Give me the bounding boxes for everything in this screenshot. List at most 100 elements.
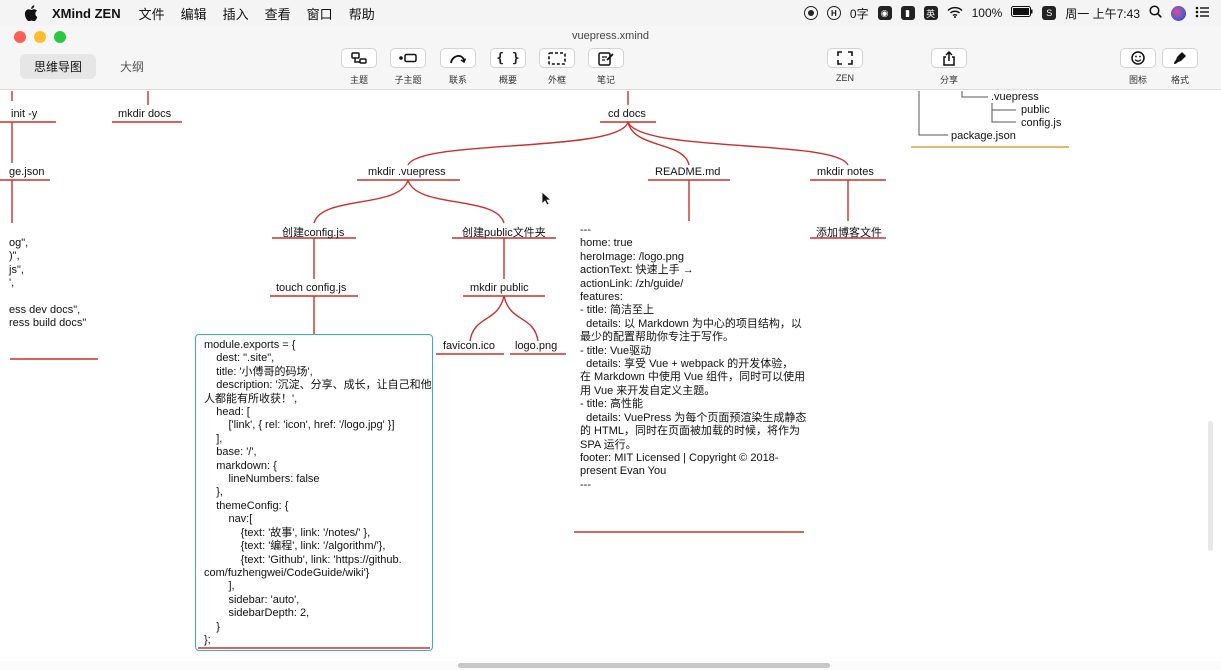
zen-label: ZEN [836,73,854,83]
node-favicon[interactable]: favicon.ico [443,340,495,352]
window-title: vuepress.xmind [571,30,650,42]
scripts-line: og", [9,237,29,249]
node-readme-content[interactable]: --- home: true heroImage: /logo.png acti… [580,224,806,492]
readme-line: actionLink: /zh/guide/ [580,277,684,290]
battery-percent[interactable]: 100% [971,6,1003,20]
window-controls [14,31,66,43]
relationship-button[interactable]: 联系 [433,48,483,86]
menu-help[interactable]: 帮助 [348,6,375,22]
scripts-line: ess dev docs", [9,304,81,317]
mic-icon[interactable]: ▮ [900,6,915,20]
horizontal-scrollbar[interactable] [0,661,1221,670]
zen-button[interactable]: ZEN [820,48,870,83]
readme-line: --- [580,478,591,491]
record-icon[interactable] [803,6,818,20]
code-line: nav:[ [204,513,253,526]
summary-button[interactable]: { } 概要 [483,48,533,86]
node-add-blog[interactable]: 添加博客文件 [816,227,882,239]
close-window-button[interactable] [14,31,26,43]
format-panel-label: 格式 [1170,75,1189,85]
code-line: description: '沉淀、分享、成长，让自己和他 [204,379,432,392]
readme-line: 最少的配置帮助你专注于写作。 [580,331,734,344]
node-touch-config[interactable]: touch config.js [276,282,347,294]
node-config-code[interactable]: module.exports = { dest: ".site", title:… [195,334,433,651]
code-line: head: [ [204,406,250,419]
scripts-line: js", [9,263,24,276]
node-scripts-note[interactable]: og",)",js",',ess dev docs",ress build do… [9,237,86,331]
siri-icon[interactable] [1171,5,1186,21]
zen-icon [837,51,853,65]
node-logo[interactable]: logo.png [515,340,558,352]
menu-edit[interactable]: 编辑 [180,6,207,22]
menu-file[interactable]: 文件 [138,6,165,22]
scripts-line: ', [9,277,15,290]
mindmap-canvas[interactable]: init -y ge.json og",)",js",', ess dev doc… [0,91,1221,661]
node-init-cmd[interactable]: init -y [11,108,38,120]
menu-window[interactable]: 窗口 [306,6,333,22]
node-readme[interactable]: README.md [655,166,721,178]
readme-line: present Evan You [580,465,667,478]
readme-line: - title: 简洁至上 [580,304,654,317]
scrollbar-thumb[interactable] [458,663,830,668]
control-center-icon[interactable] [1195,6,1209,21]
node-mkdir-vuepress[interactable]: mkdir .vuepress [368,166,446,178]
word-count[interactable]: 0字 [849,6,869,21]
relationship-icon [450,55,467,64]
code-line: lineNumbers: false [204,473,320,486]
node-package-json[interactable]: ge.json [9,166,45,178]
readme-line: actionText: 快速上手 → [580,264,694,277]
menu-insert[interactable]: 插入 [222,6,249,22]
format-panel-button[interactable]: 格式 [1155,48,1205,86]
code-line: sidebar: 'auto', [204,593,300,606]
tree-package-json: package.json [951,130,1016,142]
paintbrush-icon [1174,52,1186,64]
code-line: {text: '故事', link: '/notes/' }, [204,526,371,539]
node-create-public[interactable]: 创建public文件夹 [462,227,546,239]
node-mkdir-public[interactable]: mkdir public [470,282,529,294]
node-mkdir-docs[interactable]: mkdir docs [118,108,172,120]
mouse-cursor-icon [541,191,551,206]
tab-outline[interactable]: 大纲 [120,60,145,74]
boundary-label: 外框 [547,75,566,85]
code-line: dest: ".site", [204,352,275,365]
scripts-line: )", [9,250,20,263]
zoom-window-button[interactable] [54,31,66,43]
subtopic-icon [399,53,417,63]
input-source[interactable]: 英 [923,6,938,20]
vertical-scrollbar[interactable] [1208,421,1213,551]
topic-button[interactable]: 主题 [334,48,384,86]
menu-bar: XMind ZEN 文件 编辑 插入 查看 窗口 帮助 H 0字 ◉ ▮ 英 1… [0,0,1221,26]
clock[interactable]: 周一 上午7:43 [1065,6,1140,21]
wifi-icon[interactable] [947,6,963,21]
boundary-button[interactable]: 外框 [532,48,582,86]
connector-lines [0,91,1069,649]
minimize-window-button[interactable] [34,31,46,43]
readme-line: features: [580,291,623,304]
h-icon[interactable]: H [826,6,841,20]
node-create-config[interactable]: 创建config.js [282,227,345,239]
icon-panel-button[interactable]: 图标 [1113,48,1163,86]
code-line: 人都能有所收获！', [204,392,298,405]
readme-line: details: 以 Markdown 为中心的项目结构，以 [580,317,802,330]
subtopic-button[interactable]: 子主题 [383,48,433,86]
battery-icon[interactable] [1011,6,1033,20]
tab-mindmap[interactable]: 思维导图 [20,54,97,79]
tree-public: public [1021,104,1050,116]
menu-view[interactable]: 查看 [264,6,291,22]
spotlight-icon[interactable] [1149,5,1162,21]
smiley-icon [1131,51,1145,65]
share-label: 分享 [939,75,958,85]
share-button[interactable]: 分享 [924,48,974,86]
topic-label: 主题 [349,75,368,85]
relationship-label: 联系 [448,75,467,85]
clipboard-icon[interactable]: S [1042,6,1057,20]
node-mkdir-notes[interactable]: mkdir notes [817,166,874,178]
note-button[interactable]: 笔记 [581,48,631,86]
node-cd-docs[interactable]: cd docs [608,108,646,120]
code-line: } [204,620,220,633]
app-tray-icon[interactable]: ◉ [877,6,892,20]
readme-line: footer: MIT Licensed | Copyright © 2018- [580,451,779,464]
tree-vuepress: .vuepress [991,91,1039,103]
menu-app-name[interactable]: XMind ZEN [52,5,121,21]
apple-icon[interactable] [24,5,38,21]
